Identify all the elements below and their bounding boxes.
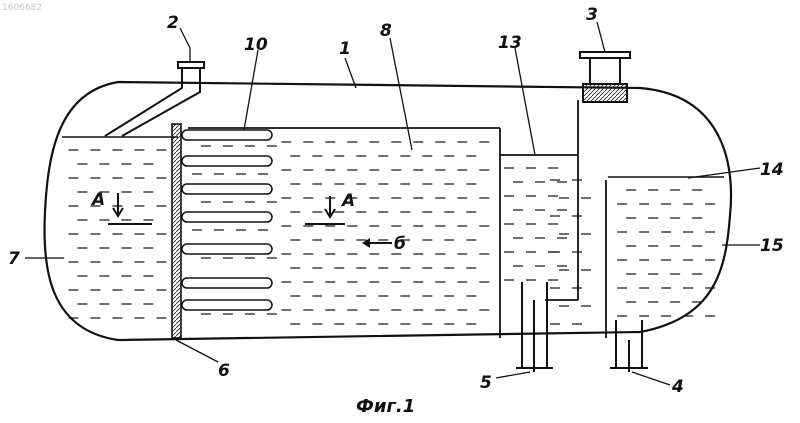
liquid-fill (68, 142, 715, 324)
section-label-left: A (90, 190, 105, 210)
label-13: 13 (498, 33, 522, 53)
label-3: 3 (586, 5, 598, 25)
figure-caption: Фиг.1 (356, 396, 415, 417)
section-label-right: A (340, 191, 355, 211)
distributor-plate (172, 124, 181, 338)
section-mark-right (305, 196, 345, 224)
watermark-text: 1606682 (2, 3, 42, 13)
label-15: 15 (760, 236, 784, 256)
label-2: 2 (167, 13, 179, 33)
label-8: 8 (380, 21, 392, 41)
inlet-pipe (105, 62, 204, 136)
label-14: 14 (760, 160, 784, 180)
flow-label: б (394, 234, 406, 254)
gas-outlet-nozzle (580, 52, 630, 102)
tube-bundle (182, 130, 272, 310)
outlet-nozzle-4 (610, 320, 648, 372)
label-1: 1 (339, 39, 351, 59)
label-7: 7 (8, 249, 20, 269)
outlet-nozzle-5 (516, 282, 553, 372)
label-10: 10 (244, 35, 268, 55)
label-4: 4 (671, 377, 684, 397)
label-6: 6 (218, 361, 230, 381)
label-5: 5 (480, 373, 492, 393)
